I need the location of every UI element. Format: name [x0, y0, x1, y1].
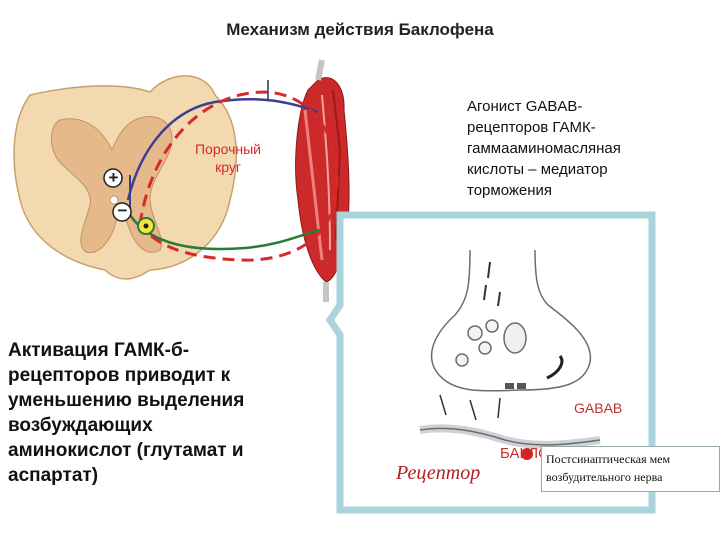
efferent-fiber — [128, 214, 321, 251]
minus-sign: − — [117, 201, 128, 220]
receptor-label: Рецептор — [396, 462, 481, 484]
activation-description: Активация ГАМК-б- рецепторов приводит к … — [8, 340, 245, 486]
excitation-marker — [103, 168, 123, 188]
muscle — [295, 59, 350, 302]
plus-sign: + — [108, 168, 119, 187]
gabab-label: GABAВ — [574, 400, 623, 416]
baclofen-dot — [521, 448, 533, 460]
synapse-drawing — [419, 249, 601, 449]
inhibition-marker — [112, 202, 132, 222]
vicious-circle — [138, 90, 339, 262]
afferent-fiber — [126, 97, 319, 201]
vicious-circle-label: Порочный круг — [194, 141, 262, 175]
synapse-frame — [325, 211, 656, 514]
agonist-description: Агонист GABAВ- рецепторов ГАМК- гаммаами… — [467, 98, 621, 199]
postsynaptic-membrane-label: Постсинаптическая мем возбудительного не… — [541, 446, 720, 492]
page-title: Механизм действия Баклофена — [226, 20, 494, 39]
